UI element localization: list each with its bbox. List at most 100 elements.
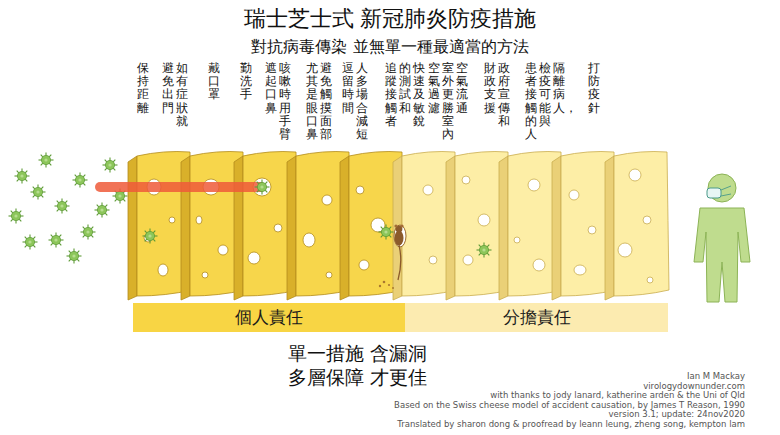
cheese-slices [169,217,175,223]
cheese-slices [533,259,545,271]
cheese-slices [248,252,260,264]
virus-cloud [67,249,82,264]
cheese-slices [196,216,202,224]
cheese-slices [618,243,632,257]
credit-line: virologydownunder.com [643,381,745,391]
person-figure [694,208,750,302]
cheese-slices [528,179,540,191]
text-column: 追蹤接觸者 [385,62,397,128]
title: 瑞士芝士式 新冠肺炎防疫措施 [244,6,537,32]
cheese-slices [618,169,653,283]
cheese-slices [218,245,228,255]
cheese-slices [128,152,669,301]
cheese-slices [253,178,271,196]
measure-label: 打防疫針 [588,62,600,115]
person-figure [708,174,736,202]
text-column: 室外更勝室內 [442,62,454,141]
text-column: 咳嗽時用手臂 [279,62,291,141]
measure-label: 快速及敏銳 的測試和 追蹤接觸者 [385,62,425,128]
measure-label: 如有症狀就 避免出門 [162,62,188,128]
text-column: 人多場合減短 [356,62,368,141]
measure-label: 保持距離 [137,62,149,115]
text-column: 的測試和 [399,62,411,115]
measure-label: 戴口罩 [208,62,220,102]
text-column: 勤洗手 [240,62,252,102]
cheese-slices [322,195,332,205]
mouse-figure [383,281,386,284]
cheese-slices [514,237,520,243]
text-column: 隔離病人， [553,62,565,115]
cheese-slices [274,224,282,232]
virus-cloud [103,158,118,173]
virus-cloud [15,169,30,184]
text-column: 政府宣傳和 [498,62,510,128]
cheese-slices [326,272,332,278]
cheese-slices [303,195,332,278]
text-column: 遮起口鼻 [265,62,277,115]
mouse-figure [395,231,404,246]
mouse-figure [398,245,401,280]
mouse-figure [394,224,397,227]
cheese-slices [569,190,579,200]
virus-cloud [49,233,64,248]
measure-label: 咳嗽時用手臂 遮起口鼻 [265,62,291,141]
cheese-slices [605,152,669,301]
cheese-slices [144,179,175,276]
text-column: 避免出門 [162,62,174,115]
cheese-slices [574,265,586,275]
virus-cloud [23,235,38,250]
text-column: 逗留時間 [342,62,354,115]
cheese-slices [359,260,369,270]
text-column: 打防疫針 [588,62,600,115]
responsibility-band: 個人責任 [133,303,405,332]
virus-cloud [39,153,54,168]
mouse-figure [400,224,403,227]
virus-cloud [31,185,46,200]
person-figure [694,174,750,302]
mouse-figure [388,284,390,286]
virus-cloud [55,199,70,214]
credit-line: Based on the Swiss cheese model of accid… [394,400,745,410]
text-column: 保持距離 [137,62,149,115]
credit-line: version 3.1; update: 24nov2020 [609,409,746,419]
band-text: 分擔責任 [503,306,571,329]
measure-label: 政府宣傳和 財政支援 [484,62,510,128]
virus-in-holes [477,243,492,258]
text-column: 戴口罩 [208,62,220,102]
mouse-figure [379,285,381,287]
virus-cloud [95,203,110,218]
responsibility-band: 分擔責任 [405,303,668,332]
text-column: 尤其是眼口鼻 [306,62,318,141]
cheese-slices [588,226,596,234]
cheese-slices [303,233,315,247]
cheese-slices [629,169,641,181]
text-column: 空氣流通 [456,62,468,115]
measure-label: 隔離病人， 檢疫可能與 患者接觸的人 [525,62,565,141]
mouse-figure [379,224,404,289]
measure-label: 人多場合減短 逗留時間 [342,62,368,141]
person-figure [707,188,721,198]
virus-cloud [73,173,88,188]
virus-in-holes [255,180,270,195]
cheese-slices [569,190,596,275]
text-column: 患者接觸的人 [525,62,537,141]
cheese-slices [643,216,651,224]
mouse-figure [392,287,394,289]
credit-line: with thanks to jody lanard, katherine ar… [490,390,745,400]
cheese-slices [356,186,385,270]
person-figure [721,186,731,190]
virus-in-holes [143,229,158,244]
cheese-slices [356,186,364,194]
text-column: 空氣過濾 [428,62,440,115]
cheese-slices [158,264,168,276]
virus-in-holes [143,180,492,258]
text-column: 避免觸摸面部 [320,62,332,141]
measure-label: 空氣流通 室外更勝室內 空氣過濾 [428,62,468,141]
virus-cloud [81,225,96,240]
credit-line: Ian M Mackay [687,371,745,381]
virus-path-arrow [95,182,265,192]
cheese-slices [478,214,490,226]
cheese-slices [605,152,669,301]
cheese-slices [423,185,433,195]
